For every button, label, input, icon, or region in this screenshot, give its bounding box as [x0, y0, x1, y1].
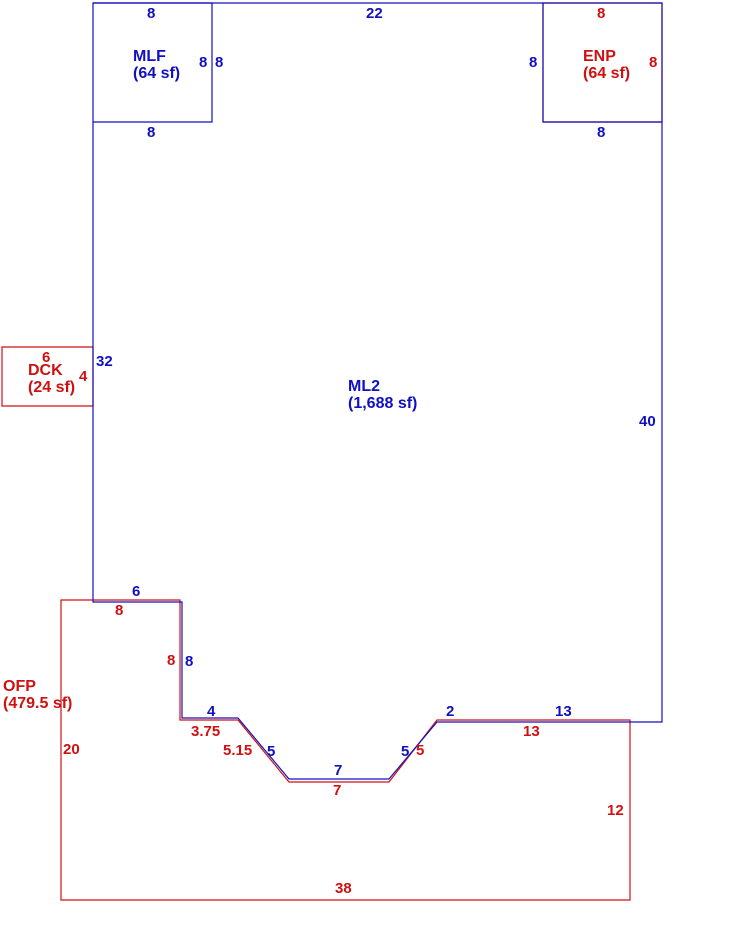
dim-ml2-bottom-mid: 7 [334, 762, 342, 779]
dim-ml2-top: 22 [366, 5, 383, 22]
ofp-name: OFP [3, 678, 36, 695]
dim-mlf-right-inner: 8 [215, 54, 223, 71]
ml2-sqft: (1,688 sf) [348, 395, 417, 412]
enp-name: ENP [583, 48, 616, 65]
mlf-name: MLF [133, 48, 166, 65]
dim-ofp-diag-right: 5 [416, 742, 424, 759]
enp-sqft: (64 sf) [583, 65, 630, 82]
ofp-outline [60, 599, 631, 901]
mlf-sqft: (64 sf) [133, 65, 180, 82]
dim-ml2-step-left: 4 [207, 703, 216, 720]
dim-enp-right: 8 [649, 54, 657, 71]
dim-mlf-bottom: 8 [147, 124, 155, 141]
dim-ml2-right: 40 [639, 413, 656, 430]
dim-ml2-bottom-right: 13 [555, 703, 572, 720]
dim-ml2-diag-left: 5 [267, 743, 275, 760]
dim-ofp-step-left: 3.75 [191, 723, 220, 740]
dim-ml2-notch-top: 6 [132, 583, 140, 600]
dim-ofp-left: 20 [63, 741, 80, 758]
dim-ofp-right: 12 [607, 802, 624, 819]
dim-enp-bottom: 8 [597, 124, 605, 141]
dim-ofp-bottom: 38 [335, 880, 352, 897]
dim-ml2-notch-side: 8 [185, 653, 193, 670]
dim-ofp-bottom-right: 13 [523, 723, 540, 740]
dim-ofp-bottom-mid: 7 [333, 782, 341, 799]
ml2-outline [92, 2, 663, 780]
enp-blue-edges [542, 3, 662, 123]
ofp-sqft: (479.5 sf) [3, 695, 72, 712]
mlf-outline [93, 2, 213, 123]
dim-mlf-right-outer: 8 [199, 54, 207, 71]
dim-ml2-left: 32 [96, 353, 113, 370]
dck-name: DCK [28, 362, 63, 379]
dim-dck-right: 4 [79, 368, 88, 385]
dim-ml2-diag-right: 5 [401, 743, 409, 760]
dim-ml2-step-right: 2 [446, 703, 454, 720]
dim-ofp-diag-left: 5.15 [223, 742, 252, 759]
dim-dck-top: 6 [42, 349, 50, 366]
ml2-name: ML2 [348, 378, 380, 395]
dim-enp-top: 8 [597, 5, 605, 22]
dim-mlf-top: 8 [147, 5, 155, 22]
dck-sqft: (24 sf) [28, 379, 75, 396]
dim-ofp-notch-top: 8 [115, 602, 123, 619]
dim-enp-left: 8 [529, 54, 537, 71]
dim-ofp-notch-side: 8 [167, 652, 175, 669]
